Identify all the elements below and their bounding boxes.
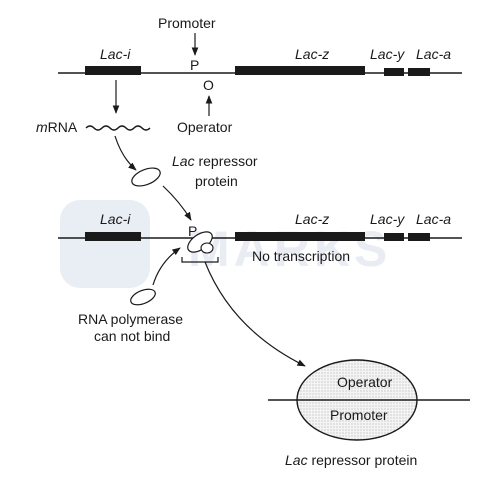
top-gene-lac-i-block bbox=[85, 66, 141, 75]
repressor-detail: Operator Promoter Lac repressor protein bbox=[204, 261, 470, 468]
rna-polymerase: RNA polymerase can not bind bbox=[78, 247, 183, 344]
bottom-operator-circle bbox=[200, 242, 214, 254]
bottom-gene-lac-z-block bbox=[235, 232, 365, 241]
bottom-gene-lac-y-block bbox=[384, 233, 404, 241]
watermark-text: MARKS bbox=[188, 221, 391, 277]
top-gene-lac-z-label: Lac-z bbox=[295, 46, 329, 62]
polymerase-label-line2: can not bind bbox=[94, 328, 170, 344]
polymerase-blocked-arrow bbox=[152, 247, 181, 286]
top-gene-lac-y-block bbox=[384, 68, 404, 76]
bottom-gene-lac-z-label: Lac-z bbox=[295, 211, 329, 227]
detail-caption: Lac repressor protein bbox=[285, 452, 417, 468]
repressor-binding-arrow bbox=[162, 185, 192, 221]
top-gene-lac-z-block bbox=[235, 66, 365, 75]
polymerase-oval bbox=[130, 288, 156, 306]
translation-arrow bbox=[114, 135, 137, 171]
bottom-gene-lac-a-label: Lac-a bbox=[416, 211, 451, 227]
detail-promoter-label: Promoter bbox=[330, 407, 388, 423]
promoter-operator-bracket bbox=[181, 257, 219, 263]
bottom-p-letter: P bbox=[188, 223, 197, 239]
top-gene-lac-a-block bbox=[408, 68, 430, 76]
promoter-label: Promoter bbox=[158, 15, 216, 31]
bottom-gene-lac-i-label: Lac-i bbox=[100, 211, 131, 227]
repressor-label-line1: Lac repressor bbox=[172, 153, 258, 169]
top-operon: Lac-i Lac-z Lac-y Lac-a Promoter P O Ope… bbox=[58, 15, 462, 135]
bottom-gene-lac-i-block bbox=[85, 232, 141, 241]
mrna-transcript: mRNA bbox=[36, 80, 151, 171]
detail-arrow bbox=[204, 261, 306, 367]
operator-label: Operator bbox=[177, 119, 233, 135]
top-o-letter: O bbox=[203, 77, 214, 93]
top-gene-lac-y-label: Lac-y bbox=[370, 46, 405, 62]
watermark-logo-shape bbox=[60, 200, 150, 288]
no-transcription-label: No transcription bbox=[252, 248, 350, 264]
repressor-protein: Lac repressor protein bbox=[131, 153, 258, 221]
watermark: MARKS bbox=[60, 200, 391, 288]
repressor-label-line2: protein bbox=[195, 173, 238, 189]
top-gene-lac-a-label: Lac-a bbox=[416, 46, 451, 62]
mrna-label: mRNA bbox=[36, 119, 78, 135]
repressor-oval bbox=[131, 167, 161, 187]
bottom-operon: Lac-i Lac-z Lac-y Lac-a P No transcripti… bbox=[58, 211, 462, 264]
detail-operator-label: Operator bbox=[337, 374, 393, 390]
bottom-gene-lac-y-label: Lac-y bbox=[370, 211, 405, 227]
top-gene-lac-i-label: Lac-i bbox=[100, 46, 131, 62]
top-p-letter: P bbox=[190, 57, 199, 73]
bottom-gene-lac-a-block bbox=[408, 233, 430, 241]
mrna-wave bbox=[85, 125, 151, 131]
polymerase-label-line1: RNA polymerase bbox=[78, 311, 183, 327]
